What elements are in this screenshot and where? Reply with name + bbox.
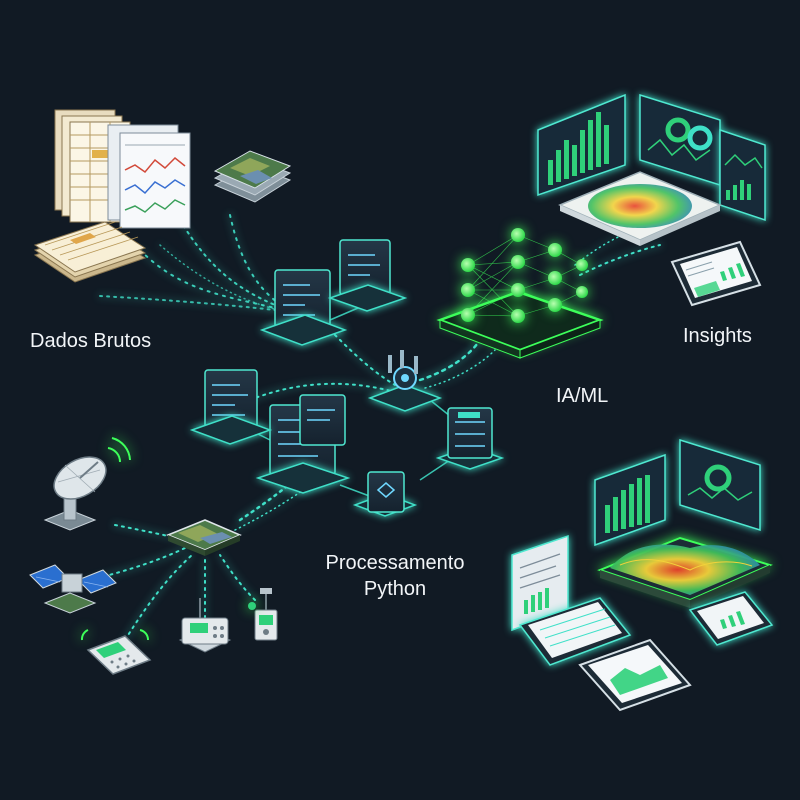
terrain-map-icon [597, 536, 773, 608]
handheld-device-icon [80, 629, 152, 675]
label-ai-ml: IA/ML [556, 385, 609, 407]
data-table-icon [33, 221, 147, 283]
flow-stream [579, 244, 661, 276]
weather-station-icon [248, 588, 278, 641]
data-flow-streams [89, 214, 661, 641]
flow-stream [418, 338, 482, 382]
flow-stream [249, 382, 396, 401]
report-tablet-icon [688, 591, 774, 646]
report-document-icon [511, 534, 569, 632]
dashboard-icon [537, 93, 766, 222]
gear-icon [388, 350, 418, 390]
label-processing: Processamento Python [300, 550, 490, 602]
chart-report-icon [107, 124, 191, 229]
code-window-icon [299, 394, 346, 446]
dashboard-icon [594, 438, 761, 547]
flow-stream [139, 249, 276, 309]
label-insights: Insights [683, 325, 752, 347]
heatmap-icon [558, 171, 722, 246]
map-tile-icon [213, 150, 292, 203]
code-window-icon [204, 369, 258, 431]
flow-stream [229, 214, 279, 304]
code-window-icon [274, 269, 331, 331]
spreadsheet-tablet-icon [518, 597, 632, 666]
report-tablet-icon [670, 240, 762, 307]
satellite-icon [29, 564, 117, 614]
flow-stream [424, 349, 496, 389]
label-raw-data: Dados Brutos [30, 330, 152, 352]
server-icon [447, 407, 493, 459]
flow-stream [99, 295, 276, 311]
satellite-dish-icon [43, 437, 131, 531]
flow-stream [124, 554, 193, 641]
flow-stream [89, 547, 186, 581]
report-tablet-icon [578, 638, 692, 712]
flow-stream [329, 329, 396, 386]
label-processing-line1: Processamento [325, 552, 465, 574]
flow-stream [574, 227, 641, 266]
module-icon [367, 471, 405, 513]
field-sensor-icon [178, 598, 232, 653]
neural-network-icon [436, 228, 604, 359]
flow-stream [219, 554, 256, 601]
map-node-icon [166, 519, 242, 556]
label-processing-line2: Python [363, 578, 427, 600]
flow-stream [179, 219, 276, 306]
